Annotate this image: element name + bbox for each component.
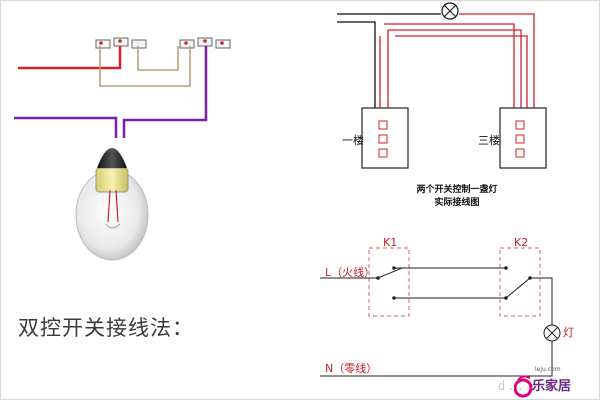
illustration-3d [14,37,231,261]
lamp-label: 灯 [563,326,574,339]
k2-label: K2 [514,236,529,249]
logo-site: leju.com [535,366,561,373]
light-bulb-3d [75,148,149,261]
caption-line-1: 两个开关控制一盏灯 [416,185,498,195]
switched-wire-3d [122,46,208,138]
diagram-caption: 两个开关控制一盏灯 实际接线图 [392,184,522,210]
neutral-line-label: N（零线） [325,362,378,375]
live-line-label: L（火线） [325,266,376,279]
k1-label: K1 [383,236,398,249]
floor1-label: 一楼 [342,134,364,147]
traveller-wire-3d-1 [99,46,191,87]
diagram-heading: 双控开关接线法： [18,316,194,340]
brand-logo-icon [514,375,533,398]
floor3-label: 三楼 [478,134,500,147]
live-wire-3d [18,46,122,70]
traveller-wire-3d-2 [137,46,179,71]
neutral-wire-3d [14,116,118,138]
caption-line-2: 实际接线图 [434,198,480,208]
logo-text: 乐家居 [532,379,572,394]
